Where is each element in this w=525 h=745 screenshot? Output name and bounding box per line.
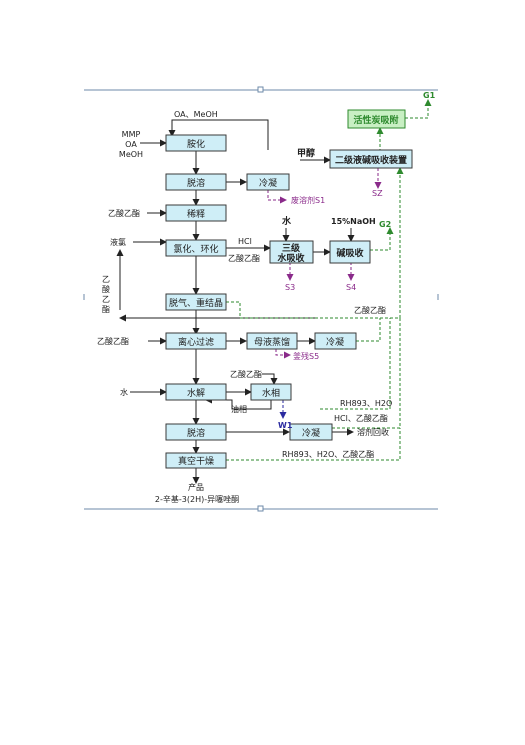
stream-labels: OA、MeOH MMP OA MeOH 甲醇 废溶剂S1 乙酸乙酯 液氯 HCl… bbox=[97, 91, 436, 504]
label-solvent-recovery: 溶剂回收 bbox=[357, 427, 389, 437]
label-hcl-1: HCl bbox=[238, 237, 252, 246]
box-desolvent-1-label: 脱溶 bbox=[187, 177, 205, 189]
box-mother-liquor-label: 母液蒸馏 bbox=[254, 336, 290, 348]
label-ethyl-acetate-1: 乙酸乙酯 bbox=[108, 208, 140, 218]
label-ethyl-acetate-2: 乙酸乙酯 bbox=[228, 253, 260, 263]
box-degas-recrystallize: 脱气、重结晶 bbox=[165, 293, 227, 311]
box-alkali-absorption-label: 碱吸收 bbox=[336, 247, 363, 259]
box-amination: 胺化 bbox=[165, 134, 227, 152]
label-g2: G2 bbox=[379, 220, 391, 229]
box-condense-1: 冷凝 bbox=[246, 173, 290, 191]
label-liquid-chlorine: 液氯 bbox=[110, 237, 126, 247]
label-product-name: 2-辛基-3(2H)-异噻唑酮 bbox=[155, 494, 239, 504]
label-oil-phase: 油相 bbox=[231, 404, 247, 414]
label-side-ea-3: 乙 bbox=[102, 295, 110, 304]
box-condense-3-label: 冷凝 bbox=[302, 427, 320, 439]
box-vacuum-dry-label: 真空干燥 bbox=[178, 455, 214, 467]
label-product: 产品 bbox=[188, 482, 204, 492]
box-centrifuge: 离心过滤 bbox=[165, 332, 227, 350]
box-two-stage-alkali-absorber: 二级液碱吸收装置 bbox=[329, 149, 413, 169]
label-oa-meoh: OA、MeOH bbox=[174, 110, 218, 119]
box-dilute-label: 稀释 bbox=[187, 208, 205, 220]
label-sz: SZ bbox=[372, 189, 383, 198]
box-activated-carbon-label: 活性炭吸附 bbox=[353, 114, 398, 126]
box-condense-2-label: 冷凝 bbox=[326, 336, 344, 348]
box-desolvent-2-label: 脱溶 bbox=[187, 427, 205, 439]
label-side-ea-2: 酸 bbox=[102, 284, 110, 294]
box-three-stage-label-1: 三级 bbox=[282, 242, 301, 254]
label-oa: OA bbox=[125, 140, 137, 149]
box-degas-recrystallize-label: 脱气、重结晶 bbox=[169, 297, 223, 309]
label-naoh: 15%NaOH bbox=[331, 217, 376, 226]
label-water-2: 水 bbox=[120, 387, 128, 397]
box-vacuum-dry: 真空干燥 bbox=[165, 452, 227, 469]
waste-lines bbox=[267, 168, 382, 359]
box-condense-1-label: 冷凝 bbox=[259, 177, 277, 189]
box-three-stage-label-2: 水吸收 bbox=[277, 252, 304, 264]
label-residue-s5: 釜残S5 bbox=[293, 351, 319, 361]
label-side-ea-1: 乙 bbox=[102, 275, 110, 284]
box-chlorination-cyclization: 氯化、环化 bbox=[165, 239, 227, 257]
label-w1: W1 bbox=[278, 421, 293, 430]
label-s4: S4 bbox=[346, 283, 356, 292]
gas-emission-lines bbox=[226, 99, 432, 461]
label-g1: G1 bbox=[423, 91, 436, 100]
box-three-stage-water-absorption: 三级 水吸收 bbox=[269, 240, 314, 264]
label-rh-h2o-ea: RH893、H2O、乙酸乙酯 bbox=[282, 449, 374, 459]
label-side-ea-4: 酯 bbox=[102, 305, 110, 314]
box-desolvent-1: 脱溶 bbox=[165, 173, 227, 191]
process-boxes: 胺化 脱溶 冷凝 稀释 氯化、环化 三级 水吸收 碱吸收 脱气、重 bbox=[165, 109, 413, 469]
box-condense-3: 冷凝 bbox=[289, 423, 333, 441]
box-activated-carbon: 活性炭吸附 bbox=[347, 109, 406, 129]
label-methanol: 甲醇 bbox=[297, 147, 315, 159]
box-two-stage-alkali-label: 二级液碱吸收装置 bbox=[335, 154, 407, 166]
label-s3: S3 bbox=[285, 283, 295, 292]
box-centrifuge-label: 离心过滤 bbox=[178, 336, 214, 348]
label-hcl-ethyl-acetate: HCl、乙酸乙酯 bbox=[334, 413, 388, 423]
label-water-1: 水 bbox=[282, 215, 292, 227]
label-waste-solvent-s1: 废溶剂S1 bbox=[291, 195, 325, 205]
label-meoh: MeOH bbox=[119, 150, 143, 159]
box-hydrolysis-label: 水解 bbox=[187, 387, 205, 399]
box-hydrolysis: 水解 bbox=[165, 383, 227, 401]
figure-frame bbox=[83, 86, 439, 512]
box-water-phase-label: 水相 bbox=[262, 387, 280, 399]
label-ethyl-acetate-3: 乙酸乙酯 bbox=[354, 305, 386, 315]
box-condense-2: 冷凝 bbox=[314, 332, 357, 350]
box-dilute: 稀释 bbox=[165, 204, 227, 222]
label-ethyl-acetate-5: 乙酸乙酯 bbox=[230, 369, 262, 379]
box-chlorination-cyclization-label: 氯化、环化 bbox=[173, 243, 218, 255]
box-mother-liquor-distillation: 母液蒸馏 bbox=[246, 332, 298, 350]
label-ethyl-acetate-4: 乙酸乙酯 bbox=[97, 336, 129, 346]
label-mmp: MMP bbox=[122, 130, 141, 139]
box-alkali-absorption: 碱吸收 bbox=[329, 240, 371, 264]
box-amination-label: 胺化 bbox=[187, 138, 205, 150]
box-desolvent-2: 脱溶 bbox=[165, 423, 227, 441]
box-water-phase: 水相 bbox=[250, 383, 292, 401]
label-rh-h2o: RH893、H2O bbox=[340, 399, 392, 408]
